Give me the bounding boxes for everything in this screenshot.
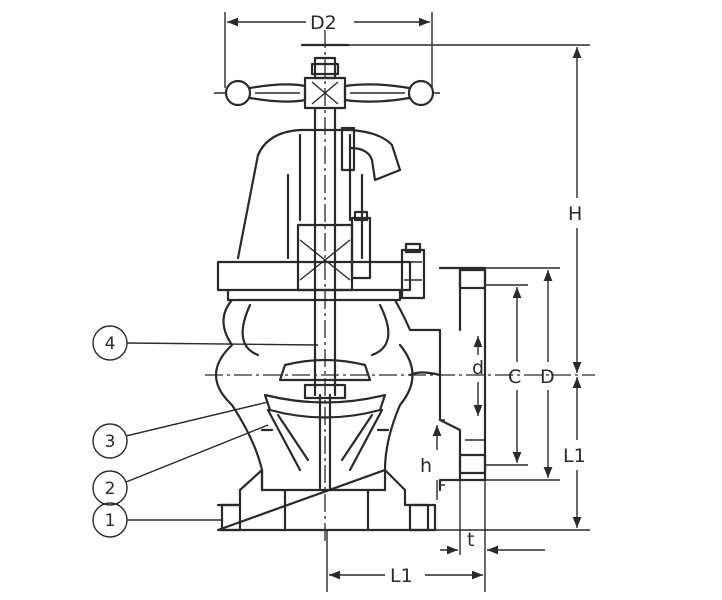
- base-flange: [216, 468, 437, 532]
- balloon-4-number: 4: [105, 334, 116, 354]
- dim-label-c: C: [508, 366, 521, 388]
- balloon-1-number: 1: [105, 511, 116, 531]
- balloon-2: 2: [92, 424, 269, 506]
- side-flange: [438, 266, 487, 482]
- handwheel: [214, 43, 440, 110]
- extension-lines: [224, 12, 590, 592]
- balloon-1: 1: [92, 502, 222, 538]
- dim-label-bore: d: [472, 357, 484, 379]
- dim-label-h: H: [568, 203, 582, 225]
- dim-label-d2: D2: [310, 12, 337, 34]
- dim-label-t: t: [467, 529, 474, 551]
- dimension-lines: [227, 17, 582, 580]
- balloon-4: 4: [92, 325, 319, 361]
- balloon-3: 3: [92, 401, 269, 459]
- dim-label-l1-bottom: L1: [390, 565, 413, 587]
- balloon-3-number: 3: [105, 432, 116, 452]
- dim-label-d: D: [540, 366, 555, 388]
- dim-label-h-recess: h: [420, 455, 432, 477]
- bonnet: [216, 126, 426, 302]
- balloon-2-number: 2: [105, 479, 116, 499]
- dim-label-l1-right: L1: [563, 445, 586, 467]
